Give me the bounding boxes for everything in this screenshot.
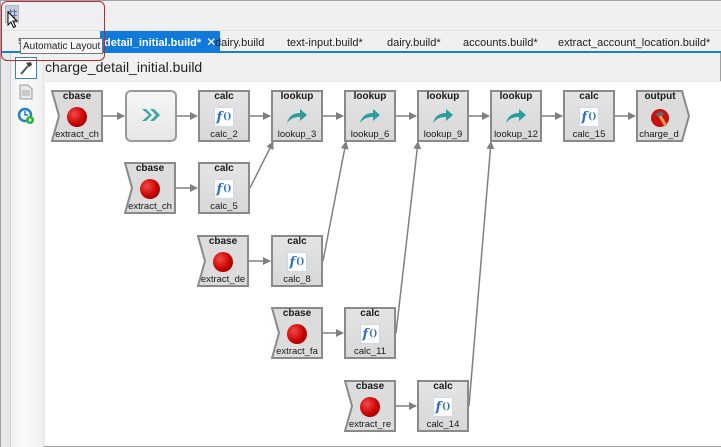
function-icon: f() bbox=[433, 397, 453, 417]
node-label: extract_de bbox=[200, 274, 246, 285]
node-title: lookup bbox=[499, 91, 533, 102]
node-title: calc bbox=[579, 91, 599, 102]
node-title: cbase bbox=[62, 91, 92, 102]
source-dot-icon bbox=[140, 179, 160, 199]
node-label: calc_11 bbox=[353, 346, 387, 357]
node-calc-2[interactable]: calc f() calc_2 bbox=[198, 90, 250, 142]
node-label: lookup_3 bbox=[277, 129, 317, 140]
node-label: extract_fa bbox=[276, 346, 318, 357]
node-label: extract_ch bbox=[55, 129, 99, 140]
source-dot-icon bbox=[360, 397, 380, 417]
node-title: calc bbox=[433, 381, 453, 392]
hammer-icon bbox=[20, 62, 32, 75]
node-label: lookup_9 bbox=[423, 129, 463, 140]
source-dot-icon bbox=[213, 252, 233, 272]
lookup-arrow-icon bbox=[360, 109, 380, 123]
node-lookup-3[interactable]: lookup lookup_3 bbox=[271, 90, 323, 142]
top-toolbar bbox=[1, 1, 721, 31]
lookup-arrow-icon bbox=[506, 109, 526, 123]
merge-arrow-icon bbox=[142, 109, 160, 121]
node-label: lookup_12 bbox=[494, 129, 538, 140]
node-title: calc bbox=[360, 308, 380, 319]
node-cbase-extract-ch-2[interactable]: cbase extract_ch bbox=[124, 162, 176, 214]
node-calc-11[interactable]: calc f() calc_11 bbox=[344, 307, 396, 359]
node-lookup-12[interactable]: lookup lookup_12 bbox=[490, 90, 542, 142]
node-calc-14[interactable]: calc f() calc_14 bbox=[417, 380, 469, 432]
node-title: calc bbox=[214, 163, 234, 174]
left-panel-strip bbox=[1, 53, 11, 447]
build-tool-button[interactable] bbox=[15, 57, 37, 79]
lookup-arrow-icon bbox=[287, 109, 307, 123]
node-cbase-extract-fa[interactable]: cbase extract_fa bbox=[271, 307, 323, 359]
node-title: cbase bbox=[135, 163, 165, 174]
tab-dairy[interactable]: dairy.build bbox=[215, 37, 265, 49]
node-title: lookup bbox=[280, 91, 314, 102]
close-tab-icon[interactable]: ✕ bbox=[206, 35, 217, 49]
node-calc-8[interactable]: calc f() calc_8 bbox=[271, 235, 323, 287]
node-title: output bbox=[644, 91, 676, 102]
node-title: lookup bbox=[426, 91, 460, 102]
node-cbase-extract-de[interactable]: cbase extract_de bbox=[197, 235, 249, 287]
function-icon: f() bbox=[214, 179, 234, 199]
node-lookup-9[interactable]: lookup lookup_9 bbox=[417, 90, 469, 142]
node-label: calc_15 bbox=[572, 129, 606, 140]
grid-layout-icon bbox=[8, 9, 17, 18]
side-toolbar bbox=[11, 53, 44, 447]
node-title: cbase bbox=[355, 381, 385, 392]
tab-label: detail_initial.build* bbox=[104, 37, 202, 49]
node-output-charge-d[interactable]: output charge_d bbox=[636, 90, 691, 142]
lookup-arrow-icon bbox=[433, 109, 453, 123]
output-hammer-icon bbox=[651, 109, 669, 127]
node-label: calc_8 bbox=[283, 274, 311, 285]
node-label: calc_2 bbox=[210, 129, 238, 140]
tab-bar: s detail_initial.build*✕ dairy.build tex… bbox=[1, 31, 721, 53]
node-lookup-6[interactable]: lookup lookup_6 bbox=[344, 90, 396, 142]
tab-text-input[interactable]: text-input.build* bbox=[287, 37, 363, 49]
node-title: calc bbox=[214, 91, 234, 102]
refresh-run-icon bbox=[17, 107, 34, 124]
document-button[interactable] bbox=[15, 81, 37, 103]
node-label: lookup_6 bbox=[350, 129, 390, 140]
node-box bbox=[563, 90, 615, 142]
node-title: lookup bbox=[353, 91, 387, 102]
source-dot-icon bbox=[67, 107, 87, 127]
function-icon: f() bbox=[360, 324, 380, 344]
tab-accounts[interactable]: accounts.build* bbox=[463, 37, 538, 49]
function-icon: f() bbox=[214, 107, 234, 127]
function-icon: f() bbox=[287, 252, 307, 272]
mouse-cursor-icon bbox=[7, 11, 19, 29]
node-label: calc_5 bbox=[210, 201, 238, 212]
refresh-run-button[interactable] bbox=[15, 105, 37, 127]
document-icon bbox=[19, 84, 33, 100]
tab-dairy-modified[interactable]: dairy.build* bbox=[387, 37, 441, 49]
node-label: extract_re bbox=[348, 419, 392, 430]
node-label: calc_14 bbox=[426, 419, 460, 430]
node-title: cbase bbox=[282, 308, 312, 319]
function-icon: f() bbox=[579, 107, 599, 127]
node-title: cbase bbox=[208, 236, 238, 247]
document-title: charge_detail_initial.build bbox=[45, 59, 203, 75]
node-merge[interactable] bbox=[125, 90, 177, 142]
node-title: calc bbox=[287, 236, 307, 247]
node-cbase-extract-re[interactable]: cbase extract_re bbox=[344, 380, 396, 432]
node-label: charge_d bbox=[639, 129, 679, 140]
tab-extract-account-location[interactable]: extract_account_location.build* bbox=[558, 37, 711, 49]
node-cbase-extract-ch[interactable]: cbase extract_ch bbox=[51, 90, 103, 142]
node-calc-5[interactable]: calc f() calc_5 bbox=[198, 162, 250, 214]
source-dot-icon bbox=[287, 324, 307, 344]
tab-charge-detail-initial[interactable]: detail_initial.build* ✕ bbox=[100, 31, 221, 53]
tooltip-automatic-layout: Automatic Layout bbox=[20, 38, 104, 54]
node-calc-15[interactable]: calc f() calc_15 bbox=[563, 90, 615, 142]
node-box bbox=[417, 380, 469, 432]
node-label: extract_ch bbox=[128, 201, 172, 212]
